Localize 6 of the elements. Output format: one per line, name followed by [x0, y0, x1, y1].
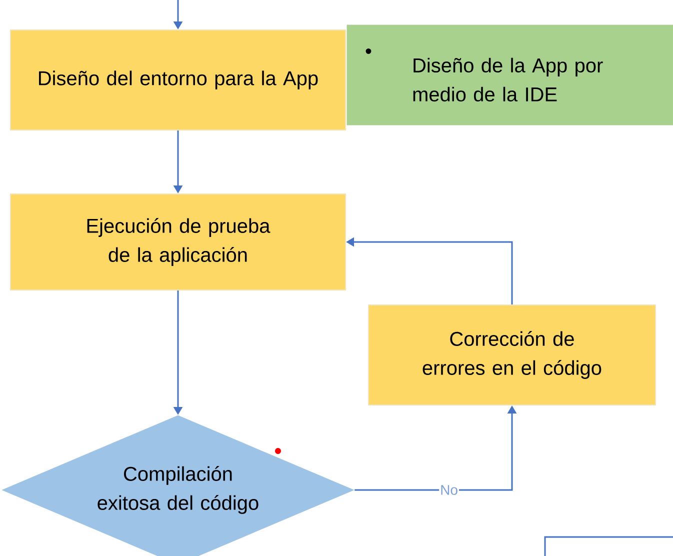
note-box: • Diseño de la App por medio de la IDE	[346, 24, 673, 126]
edge-label: No	[439, 484, 459, 496]
process-box: Corrección de errores en el código	[368, 304, 656, 406]
box	[544, 536, 673, 556]
process-box: Ejecución de prueba de la aplicación	[10, 194, 346, 290]
process-box: Diseño del entorno para la App	[10, 30, 346, 130]
